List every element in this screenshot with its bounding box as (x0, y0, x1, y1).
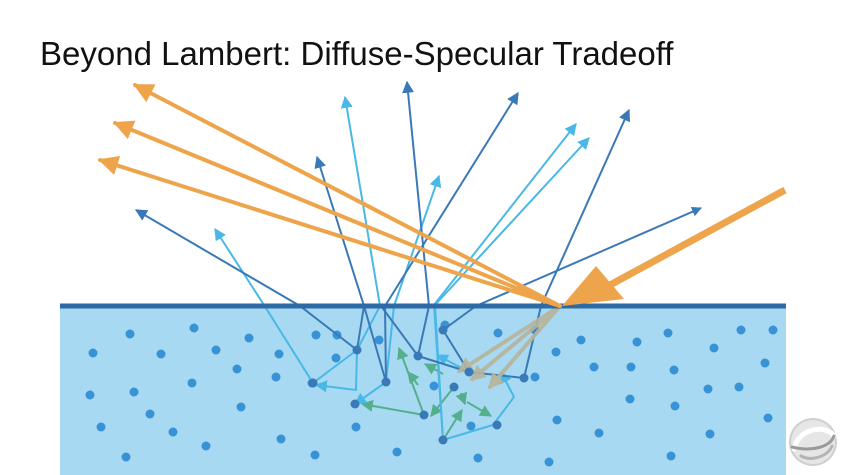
refracted-arrows (456, 304, 562, 390)
slide-title: Beyond Lambert: Diffuse-Specular Tradeof… (40, 35, 674, 72)
specular-reflection (98, 83, 562, 308)
subsurface-paths (360, 346, 493, 441)
swirl-logo-icon (789, 418, 837, 466)
scatter-nodes (308, 325, 529, 445)
medium-particles (85, 320, 778, 467)
incident-ray (562, 186, 787, 306)
